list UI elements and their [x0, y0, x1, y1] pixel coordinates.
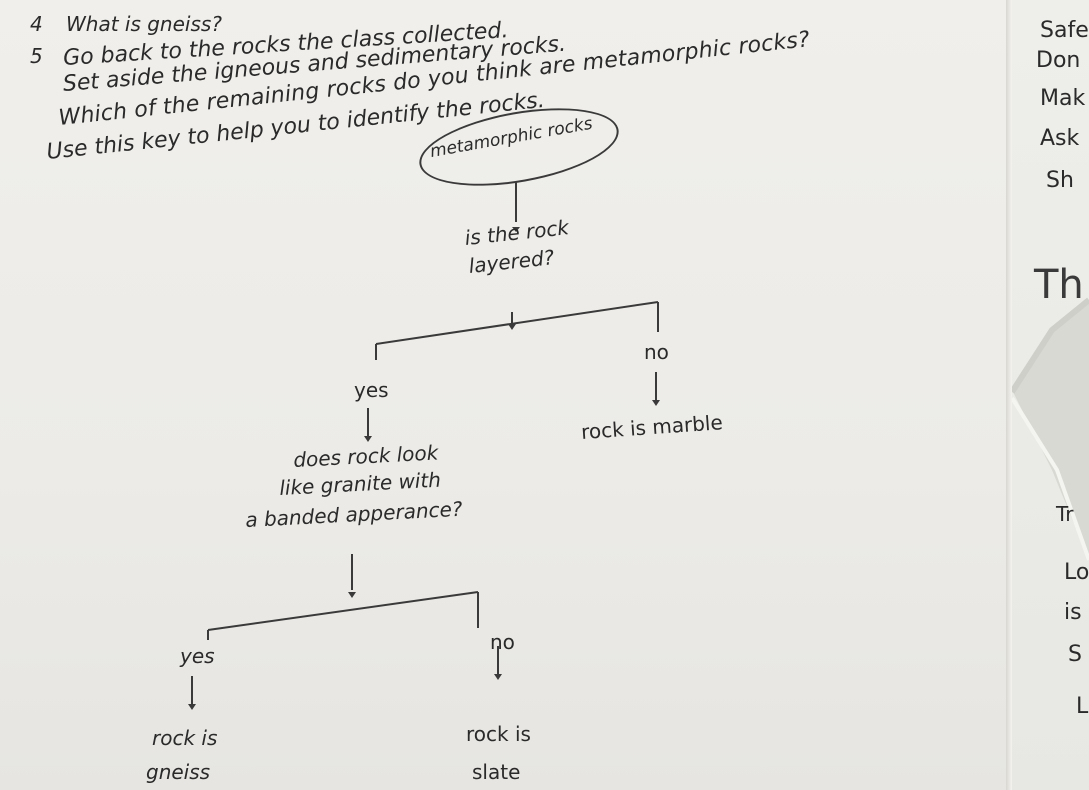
key-q2-yes-result-line-1: rock is	[152, 726, 218, 750]
question-4-number: 4	[30, 12, 43, 36]
right-page-line-1: Safe	[1040, 18, 1089, 43]
key-q2-no-result-line-2: slate	[472, 760, 521, 784]
right-page-heading: Th	[1034, 262, 1084, 308]
dichotomous-key-lines	[188, 182, 660, 710]
key-q2-yes-result-line-2: gneiss	[146, 760, 211, 784]
right-page-line-7: Lo	[1064, 560, 1089, 585]
key-q1-no: no	[644, 340, 669, 364]
question-5-number: 5	[30, 44, 43, 68]
right-page-line-5: Sh	[1046, 168, 1074, 193]
key-q2-yes: yes	[180, 644, 215, 668]
right-page-line-8: is	[1064, 600, 1082, 625]
worksheet-page	[0, 0, 1010, 790]
key-q2-no-result-line-1: rock is	[466, 722, 531, 746]
right-page-line-4: Ask	[1040, 126, 1080, 151]
right-page-line-9: S	[1068, 642, 1082, 667]
right-page	[1012, 0, 1089, 790]
paper-fold-shadow	[1012, 297, 1089, 561]
question-4-text: What is gneiss?	[66, 12, 222, 36]
book-fold	[1006, 0, 1016, 790]
right-page-line-3: Mak	[1040, 86, 1086, 111]
right-page-line-2: Don	[1036, 48, 1081, 73]
key-q2-no: no	[490, 630, 515, 654]
key-q1-yes: yes	[354, 378, 389, 402]
right-page-line-10: L	[1076, 694, 1089, 719]
right-page-line-6: Tr	[1056, 502, 1074, 526]
